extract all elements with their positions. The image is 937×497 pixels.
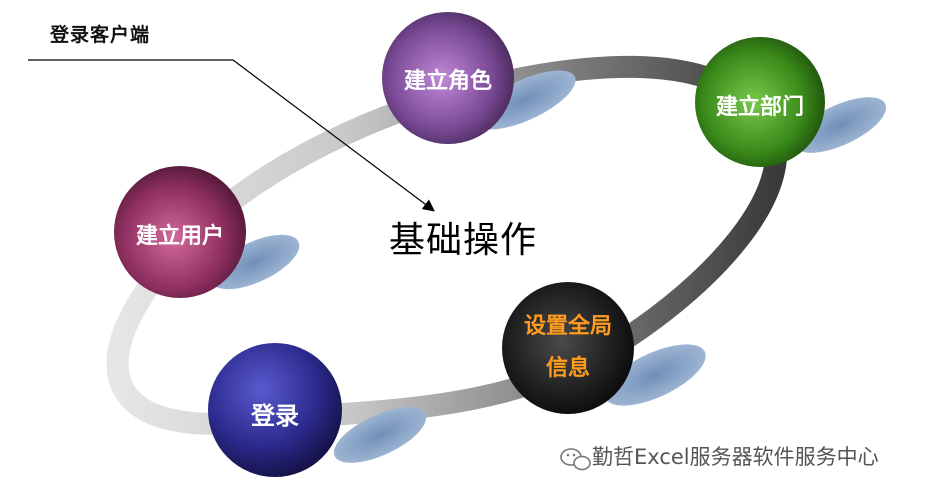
- node-label-create-user: 建立用户: [120, 218, 240, 250]
- node-label-global-info-line1: 设置全局: [508, 306, 628, 348]
- watermark: 勤哲Excel服务器软件服务中心: [592, 441, 879, 471]
- pointer-line: [28, 60, 433, 210]
- node-label-create-role: 建立角色: [388, 63, 508, 95]
- node-label-global-info: 设置全局 信息: [508, 306, 628, 390]
- wechat-icon: [561, 449, 590, 470]
- node-label-global-info-line2: 信息: [508, 348, 628, 390]
- center-title: 基础操作: [389, 211, 537, 263]
- top-label: 登录客户端: [50, 20, 150, 47]
- node-label-create-dept: 建立部门: [700, 89, 820, 121]
- node-label-login: 登录: [215, 396, 335, 431]
- watermark-text: 勤哲Excel服务器软件服务中心: [592, 441, 879, 471]
